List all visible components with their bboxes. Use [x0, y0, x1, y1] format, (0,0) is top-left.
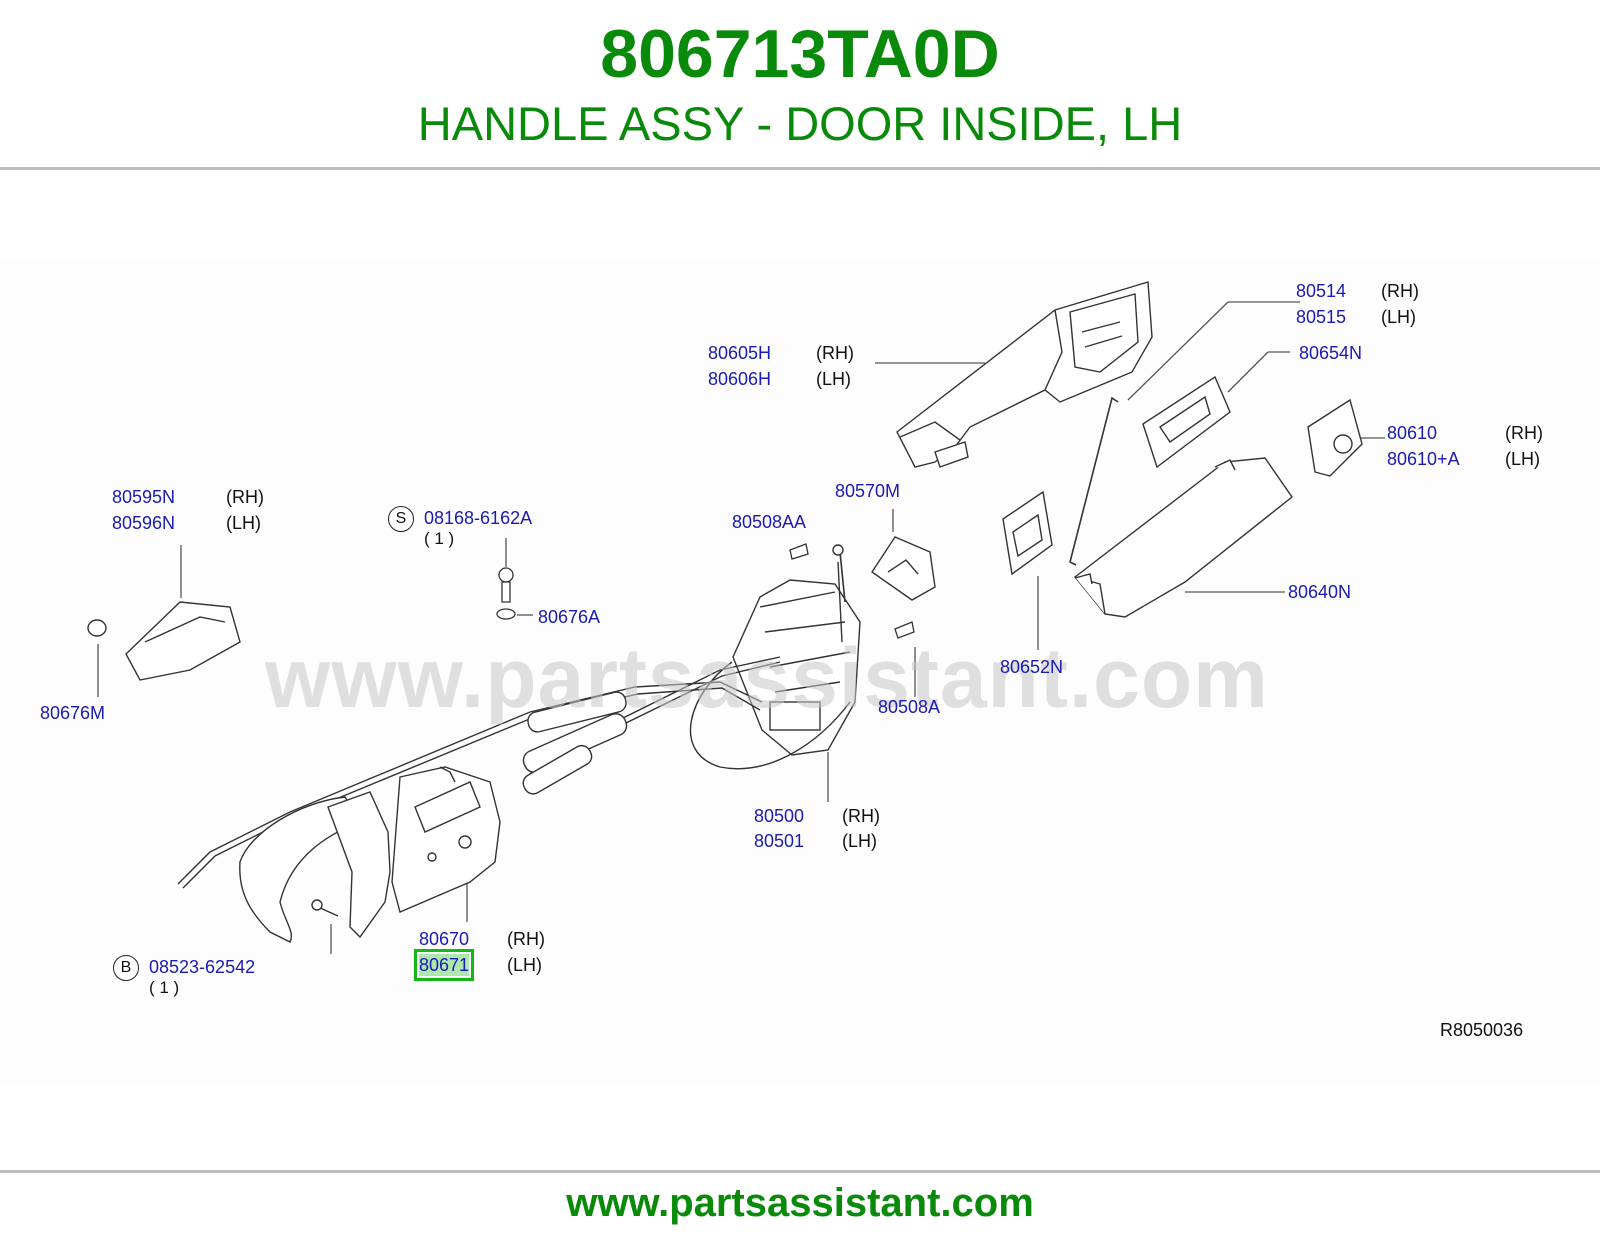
callout-80676a[interactable]: 80676A: [538, 607, 601, 627]
callout-80670[interactable]: 80670: [419, 929, 470, 949]
callout-80605h[interactable]: 80605H: [708, 343, 772, 363]
callout-80501[interactable]: 80501: [754, 831, 805, 851]
header: 806713TA0D HANDLE ASSY - DOOR INSIDE, LH: [0, 0, 1600, 168]
callout-08523-62542[interactable]: 08523-62542: [149, 957, 256, 977]
callout-08168-6162a[interactable]: 08168-6162A: [424, 508, 533, 528]
callout-80610[interactable]: 80610: [1387, 423, 1438, 443]
escutcheon-drawing: [1002, 490, 1053, 576]
callout-80514[interactable]: 80514: [1296, 281, 1347, 301]
callout-80671-highlighted[interactable]: 80671: [413, 949, 475, 981]
callout-side: (LH): [226, 513, 261, 533]
callout-80508a[interactable]: 80508A: [878, 697, 941, 717]
screw-marker-s: S: [388, 506, 414, 532]
part-name-subtitle: HANDLE ASSY - DOOR INSIDE, LH: [417, 97, 1183, 150]
footer-url-link[interactable]: www.partsassistant.com: [566, 1181, 1034, 1225]
quantity: ( 1 ): [424, 529, 455, 548]
callout-80606h[interactable]: 80606H: [708, 369, 772, 389]
callout-80595n[interactable]: 80595N: [112, 487, 176, 507]
parts-diagram: www.partsassistant.com 80605H (RH) 80606…: [0, 262, 1600, 1082]
rod-drawing: [1069, 396, 1119, 566]
callout-side: (RH): [1381, 281, 1419, 301]
quantity: ( 1 ): [149, 978, 180, 997]
callout-80508aa[interactable]: 80508AA: [732, 512, 807, 532]
callout-80570m[interactable]: 80570M: [835, 481, 901, 501]
callout-80654n[interactable]: 80654N: [1299, 343, 1363, 363]
callout-side: (LH): [816, 369, 851, 389]
callout-side: (LH): [842, 831, 877, 851]
striker-drawing: [871, 536, 936, 601]
inside-lock-knob-drawing: [87, 601, 241, 681]
callout-80676m[interactable]: 80676M: [40, 703, 106, 723]
callout-side: (RH): [507, 929, 545, 949]
door-lock-actuator-drawing: [732, 544, 861, 756]
parts-drawing: [87, 281, 1385, 954]
diagram-reference-code: R8050036: [1440, 1020, 1524, 1040]
header-divider: [0, 167, 1600, 170]
callout-side: (RH): [842, 806, 880, 826]
outside-handle-grip-drawing: [1074, 457, 1293, 618]
callout-side: (RH): [816, 343, 854, 363]
part-number-title: 806713TA0D: [600, 16, 1000, 92]
screws-drawing: [496, 543, 915, 639]
callout-80652n[interactable]: 80652N: [1000, 657, 1064, 677]
gasket-drawing: [1142, 375, 1231, 469]
inside-handle-drawing: [239, 766, 501, 943]
bolt-marker-b: B: [113, 955, 139, 981]
callout-side: (RH): [1505, 423, 1543, 443]
footer-divider: [0, 1170, 1600, 1173]
callout-80515[interactable]: 80515: [1296, 307, 1347, 327]
callout-80596n[interactable]: 80596N: [112, 513, 176, 533]
cables-drawing: [177, 561, 851, 889]
key-cylinder-cap-drawing: [1307, 398, 1363, 477]
callout-side: (LH): [1505, 449, 1540, 469]
callout-side: (LH): [1381, 307, 1416, 327]
callout-80640n[interactable]: 80640N: [1288, 582, 1352, 602]
callout-80610-a[interactable]: 80610+A: [1387, 449, 1460, 469]
watermark: www.partsassistant.com: [265, 631, 1269, 725]
callout-side: (RH): [226, 487, 264, 507]
callout-80500[interactable]: 80500: [754, 806, 805, 826]
callout-side: (LH): [507, 955, 542, 975]
outside-handle-frame-drawing: [896, 281, 1153, 468]
